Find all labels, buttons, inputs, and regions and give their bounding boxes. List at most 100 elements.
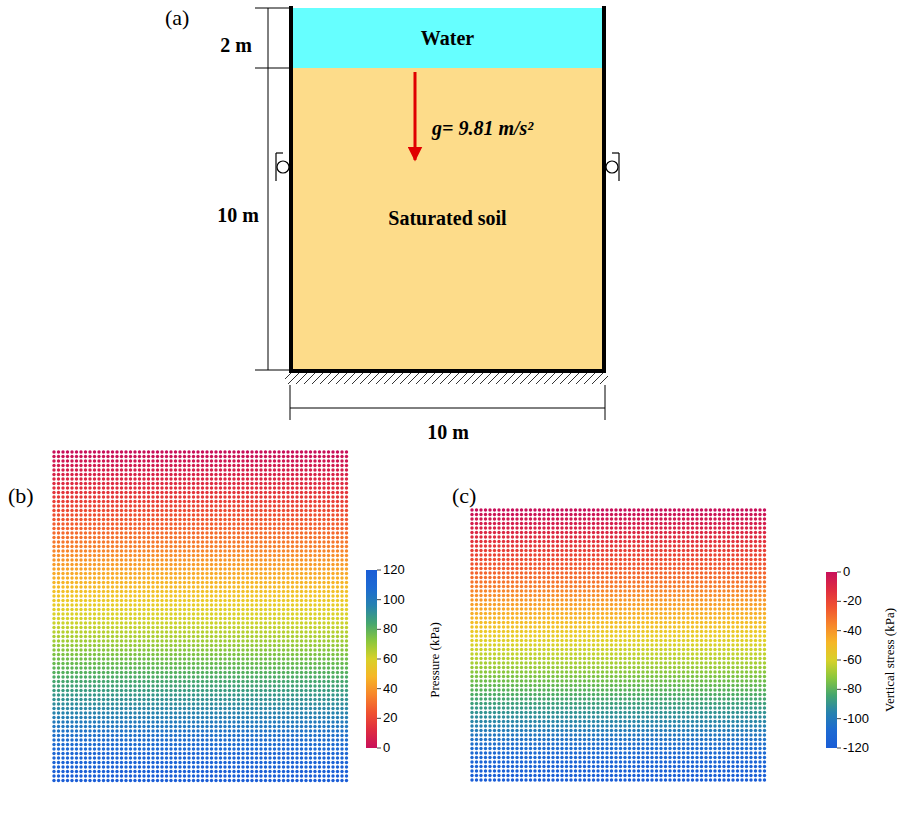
material-point [304,495,307,498]
material-point [70,531,73,534]
material-point [70,522,73,525]
material-point [165,527,168,530]
material-point [84,581,87,584]
material-point [237,450,240,453]
material-point [309,500,312,503]
material-point [210,477,213,480]
material-point [183,495,186,498]
material-point [70,486,73,489]
material-point [214,468,217,471]
material-point [223,468,226,471]
material-point [300,554,303,557]
material-point [97,491,100,494]
material-point [174,572,177,575]
material-point [345,491,348,494]
material-point [138,576,141,579]
material-point [277,572,280,575]
material-point [52,500,55,503]
material-point [255,450,258,453]
material-point [268,500,271,503]
material-point [255,495,258,498]
material-point [264,567,267,570]
material-point [75,486,78,489]
material-point [313,567,316,570]
material-point [66,549,69,552]
material-point [102,504,105,507]
material-point [196,567,199,570]
material-point [61,540,64,543]
material-point [201,527,204,530]
material-point [264,495,267,498]
material-point [241,509,244,512]
material-point [327,531,330,534]
material-point [192,513,195,516]
material-point [142,576,145,579]
material-point [142,504,145,507]
material-point [196,477,199,480]
material-point [178,540,181,543]
material-point [88,464,91,467]
material-point [255,464,258,467]
material-point [147,545,150,548]
material-point [219,495,222,498]
material-point [102,513,105,516]
material-point [241,572,244,575]
material-point [250,477,253,480]
material-point [327,486,330,489]
material-point [52,581,55,584]
material-point [196,500,199,503]
material-point [223,495,226,498]
material-point [205,450,208,453]
material-point [255,558,258,561]
material-point [309,464,312,467]
material-point [106,459,109,462]
material-point [318,545,321,548]
material-point [282,549,285,552]
material-point [313,540,316,543]
material-point [129,486,132,489]
material-point [93,495,96,498]
material-point [106,549,109,552]
material-point [93,545,96,548]
material-point [246,567,249,570]
material-point [75,522,78,525]
material-point [70,549,73,552]
material-point [268,495,271,498]
material-point [304,576,307,579]
material-point [111,495,114,498]
material-point [124,549,127,552]
material-point [232,491,235,494]
material-point [318,554,321,557]
material-point [79,491,82,494]
material-point [192,459,195,462]
material-point [214,455,217,458]
material-point [192,554,195,557]
material-point [84,495,87,498]
material-point [286,536,289,539]
material-point [192,464,195,467]
material-point [259,504,262,507]
material-point [300,468,303,471]
material-point [201,473,204,476]
material-point [336,491,339,494]
material-point [295,527,298,530]
material-point [106,572,109,575]
material-point [115,527,118,530]
material-point [124,572,127,575]
material-point [282,581,285,584]
material-point [57,450,60,453]
material-point [277,518,280,521]
material-point [169,455,172,458]
material-point [214,522,217,525]
material-point [246,482,249,485]
material-point [345,563,348,566]
material-point [237,464,240,467]
material-point [111,509,114,512]
material-point [151,513,154,516]
material-point [178,486,181,489]
material-point [187,450,190,453]
material-point [79,531,82,534]
material-point [174,549,177,552]
material-point [52,504,55,507]
material-point [169,536,172,539]
